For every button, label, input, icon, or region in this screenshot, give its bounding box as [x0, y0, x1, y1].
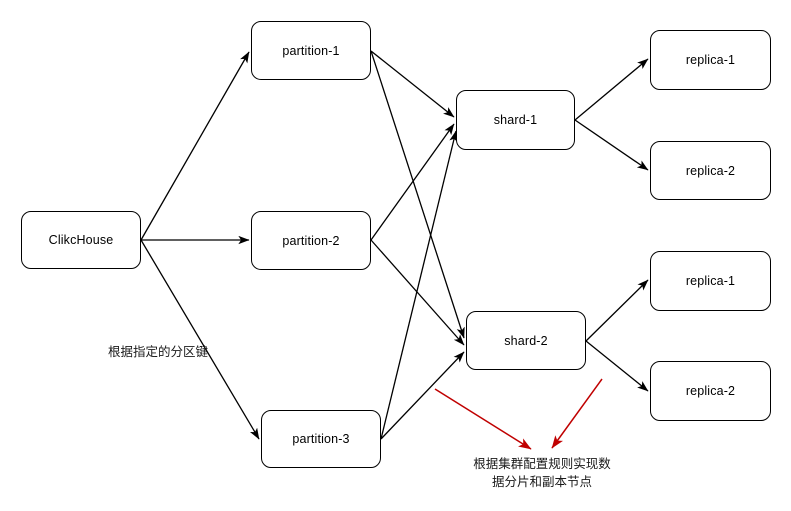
- node-label: partition-2: [282, 233, 340, 248]
- annotation-partition-key-note: 根据指定的分区键: [107, 345, 208, 359]
- node-shard-2[interactable]: shard-2: [466, 311, 586, 370]
- node-replica-2b[interactable]: replica-2: [650, 361, 771, 421]
- node-clickhouse[interactable]: ClikcHouse: [21, 211, 141, 269]
- node-label: partition-3: [292, 432, 350, 446]
- edge-clickhouse-to-partition-3: [140, 239, 260, 440]
- edge-partition-2-to-shard-2: [370, 239, 465, 346]
- node-partition-2[interactable]: partition-2: [251, 211, 371, 270]
- edge-partition-1-to-shard-1: [370, 50, 455, 118]
- edge-partition-1-to-shard-2: [370, 50, 465, 339]
- node-label: replica-1: [685, 274, 736, 288]
- node-label: ClikcHouse: [48, 233, 114, 247]
- edge-partition-3-to-shard-1: [380, 130, 458, 440]
- node-replica-1a[interactable]: replica-1: [650, 30, 771, 90]
- note-arrow-left: [434, 388, 532, 450]
- highlight-connector-lines: [434, 378, 603, 450]
- node-replica-1b[interactable]: replica-1: [650, 251, 771, 311]
- node-partition-1[interactable]: partition-1: [251, 21, 371, 80]
- node-label: replica-2: [685, 384, 736, 398]
- node-label: replica-1: [685, 53, 736, 67]
- node-partition-3[interactable]: partition-3: [261, 410, 381, 468]
- node-label: replica-2: [685, 163, 736, 178]
- node-replica-2a[interactable]: replica-2: [650, 141, 771, 200]
- note-arrow-right: [551, 378, 603, 449]
- node-label: partition-1: [282, 43, 340, 58]
- edge-shard-2-to-replica-1b: [585, 279, 649, 342]
- edge-partition-2-to-shard-1: [370, 123, 455, 241]
- edge-partition-3-to-shard-2: [380, 351, 465, 440]
- node-shard-1[interactable]: shard-1: [456, 90, 575, 150]
- node-label: shard-2: [504, 333, 548, 348]
- edge-shard-1-to-replica-1a: [574, 58, 649, 121]
- annotation-cluster-rule-note: 根据集群配置规则实现数 据分片和副本节点: [473, 457, 611, 490]
- edge-shard-2-to-replica-2b: [585, 340, 649, 392]
- connector-lines: [140, 50, 649, 440]
- edge-shard-1-to-replica-2a: [574, 119, 649, 171]
- edge-clickhouse-to-partition-1: [140, 51, 250, 241]
- node-label: shard-1: [493, 113, 538, 127]
